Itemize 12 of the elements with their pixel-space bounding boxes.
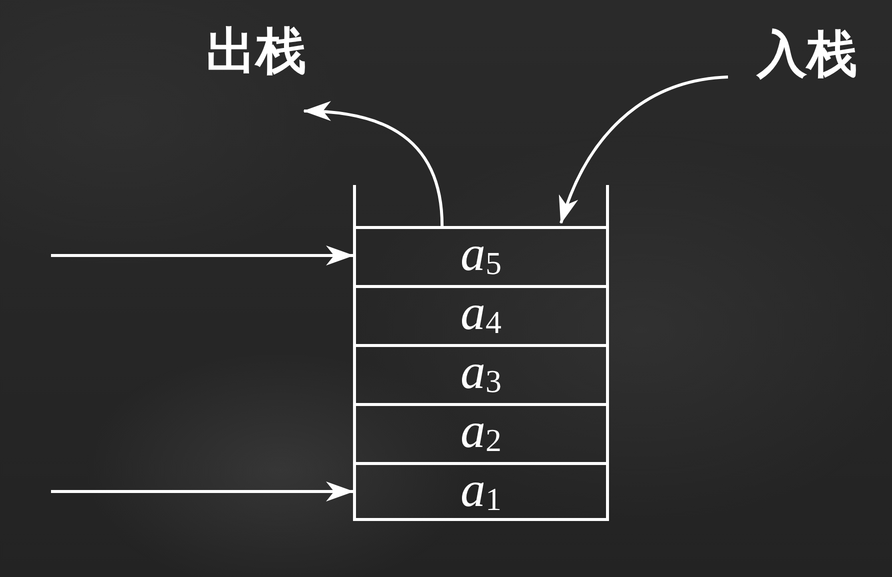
arrow — [51, 482, 354, 502]
arrow — [51, 246, 354, 266]
arrow-label: 入栈 — [757, 29, 857, 79]
stack-cell: a$_{2}$ — [353, 403, 609, 462]
stack-cell: a$_{3}$ — [353, 344, 609, 403]
arrow-label: 出栈 — [206, 26, 306, 76]
stack-cell: a$_{5}$ — [353, 226, 609, 285]
arrow — [560, 76, 728, 224]
stack-container — [353, 185, 609, 521]
stack-cell: a$_{4}$ — [353, 285, 609, 344]
arrow — [303, 102, 444, 226]
stack-cell: a$_{1}$ — [353, 462, 609, 521]
